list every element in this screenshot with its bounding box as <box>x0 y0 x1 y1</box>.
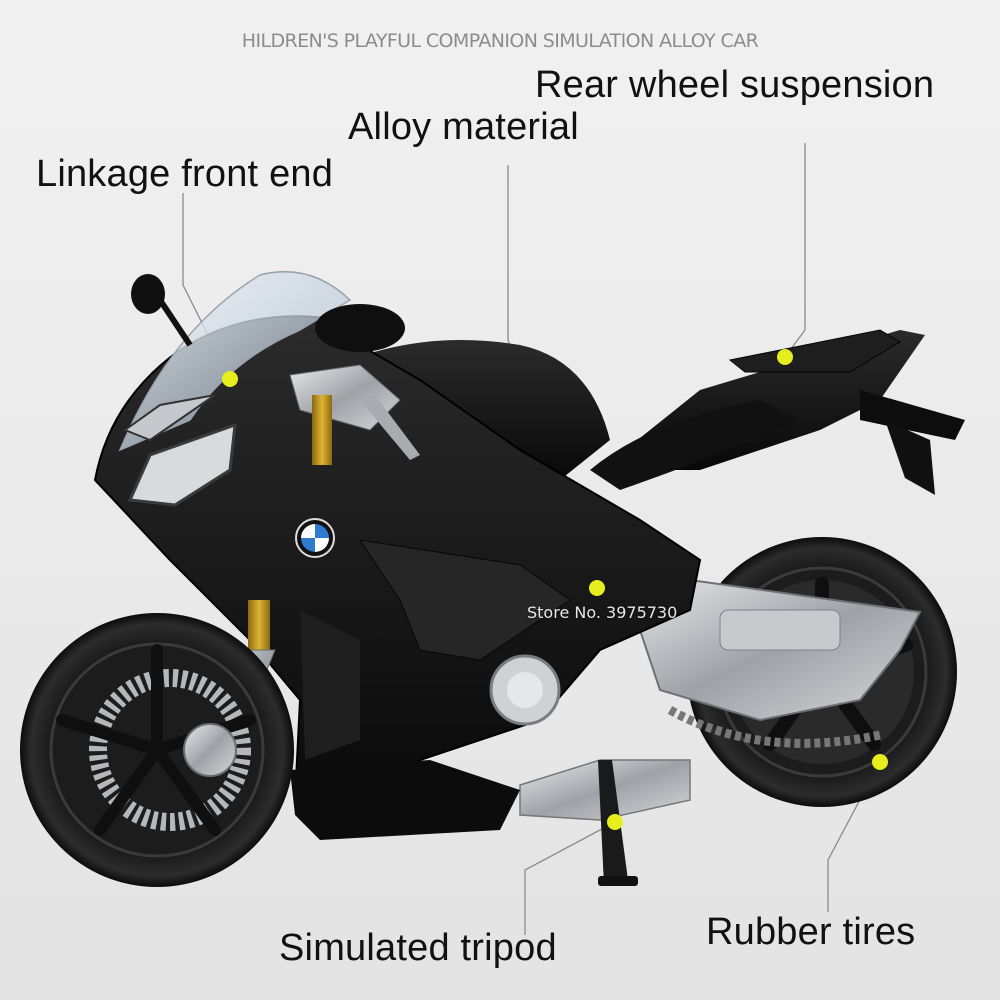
callout-markers <box>222 349 888 830</box>
page-header-title: HILDREN'S PLAYFUL COMPANION SIMULATION A… <box>241 30 759 52</box>
marker-linkage-front-end <box>222 371 238 387</box>
marker-rear-wheel-suspension <box>777 349 793 365</box>
leader-line-tripod <box>524 821 616 935</box>
motorcycle-body <box>93 315 965 840</box>
marker-rubber-tires <box>872 754 888 770</box>
callout-linkage-front-end: Linkage front end <box>36 153 334 195</box>
headlights <box>122 394 237 507</box>
callout-simulated-tripod: Simulated tripod <box>279 927 557 969</box>
marker-simulated-tripod <box>607 814 623 830</box>
mirrors <box>131 274 405 352</box>
callout-alloy-material: Alloy material <box>348 106 579 148</box>
callout-rear-wheel-suspension: Rear wheel suspension <box>535 64 935 106</box>
callout-rubber-tires: Rubber tires <box>706 911 916 953</box>
leader-line-rear-suspension <box>784 143 806 358</box>
front-wheel <box>20 613 294 887</box>
bmw-roundel-icon <box>295 518 335 558</box>
store-watermark: Store No. 3975730 <box>527 603 678 622</box>
marker-alloy-material <box>589 580 605 596</box>
swingarm <box>628 578 922 748</box>
